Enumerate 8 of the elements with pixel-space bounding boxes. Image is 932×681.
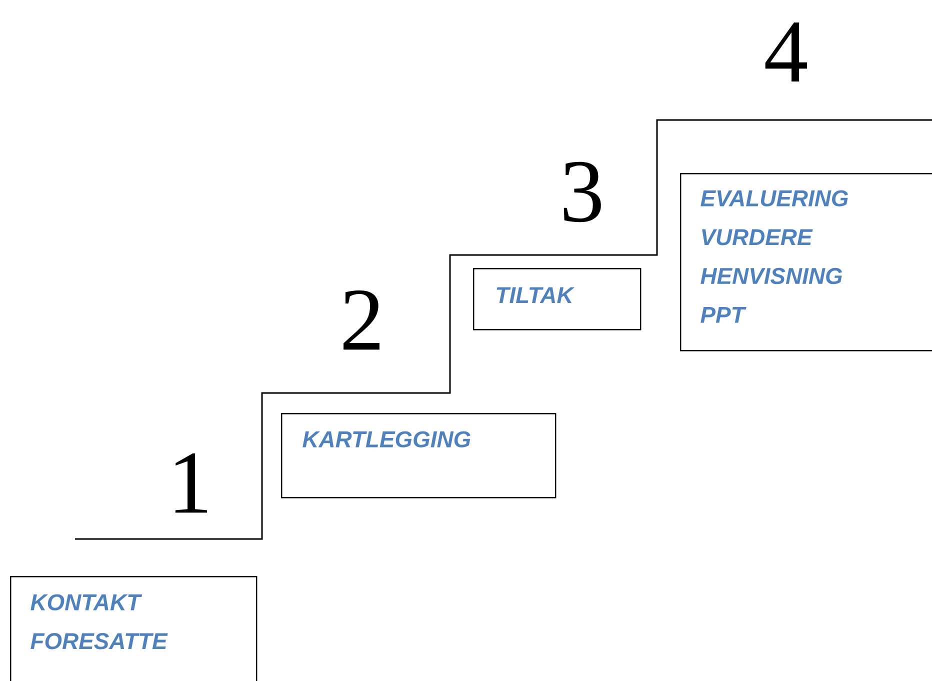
- text-box: KONTAKT FORESATTE: [10, 576, 258, 681]
- text-box: TILTAK: [473, 268, 642, 330]
- step-number: 4: [765, 22, 807, 82]
- text-box: EVALUERING VURDERE HENVISNING PPT: [680, 173, 932, 352]
- text-box: KARTLEGGING: [281, 413, 556, 498]
- step-number: 2: [344, 290, 380, 350]
- step-number: 1: [175, 453, 208, 513]
- step-number: 3: [564, 162, 601, 222]
